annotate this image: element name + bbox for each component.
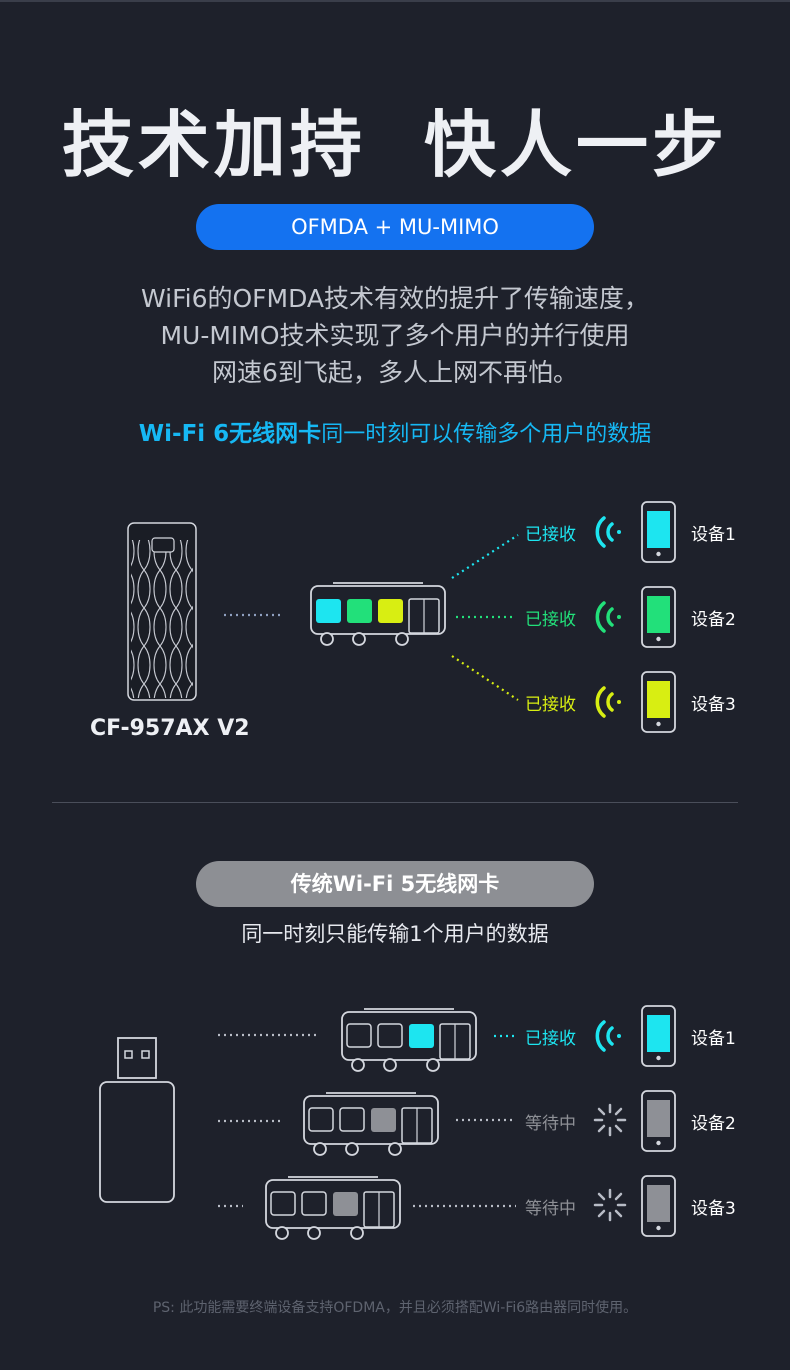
device-label: 设备2 (691, 1114, 736, 1134)
wifi5-usb-adapter-icon (99, 1037, 175, 1203)
footnote: PS: 此功能需要终端设备支持OFDMA，并且必须搭配Wi-Fi6路由器同时使用… (152, 1300, 638, 1316)
status-label-received: 已接收 (525, 610, 576, 630)
wifi-signal-icon (595, 601, 621, 633)
link-line-device-3 (451, 655, 519, 701)
description-line-2: MU-MIMO技术实现了多个用户的并行使用 (160, 321, 630, 350)
loading-spinner-icon (593, 1103, 627, 1137)
page-title: 技术加持 快人一步 (61, 103, 729, 187)
phone-icon (641, 1090, 676, 1152)
status-label-received: 已接收 (525, 1029, 576, 1049)
phone-icon (641, 501, 676, 563)
phone-icon (641, 671, 676, 733)
device-label: 设备3 (691, 695, 736, 715)
wifi6-bus-icon (310, 582, 446, 646)
wifi5-badge: 传统Wi-Fi 5无线网卡 (196, 861, 594, 907)
status-label-received: 已接收 (525, 695, 576, 715)
product-model-label: CF-957AX V2 (90, 716, 250, 741)
description-line-3: 网速6到飞起，多人上网不再怕。 (212, 358, 578, 387)
wifi5-subtitle: 同一时刻只能传输1个用户的数据 (241, 922, 549, 946)
highlight-strong: Wi-Fi 6无线网卡 (138, 421, 322, 447)
tech-badge: OFMDA + MU-MIMO (196, 204, 594, 250)
top-border (0, 0, 790, 2)
wifi6-highlight: Wi-Fi 6无线网卡同一时刻可以传输多个用户的数据 (0, 414, 790, 448)
status-label-waiting: 等待中 (525, 1199, 576, 1219)
loading-spinner-icon (593, 1188, 627, 1222)
wifi6-usb-adapter-icon (127, 522, 197, 701)
wifi-signal-icon (595, 1020, 621, 1052)
device-label: 设备1 (691, 1029, 736, 1049)
phone-icon (641, 1175, 676, 1237)
section-divider (52, 802, 738, 803)
device-label: 设备1 (691, 525, 736, 545)
wifi-signal-icon (595, 686, 621, 718)
device-label: 设备2 (691, 610, 736, 630)
description-line-1: WiFi6的OFMDA技术有效的提升了传输速度， (140, 284, 650, 313)
link-line-device-1 (451, 534, 519, 579)
wifi-signal-icon (595, 516, 621, 548)
highlight-rest: 同一时刻可以传输多个用户的数据 (321, 422, 652, 447)
status-label-waiting: 等待中 (525, 1114, 576, 1134)
bus-icon (341, 1008, 477, 1072)
bus-icon (303, 1092, 439, 1156)
bus-icon (265, 1176, 401, 1240)
phone-icon (641, 586, 676, 648)
phone-icon (641, 1005, 676, 1067)
status-label-received: 已接收 (525, 525, 576, 545)
device-label: 设备3 (691, 1199, 736, 1219)
